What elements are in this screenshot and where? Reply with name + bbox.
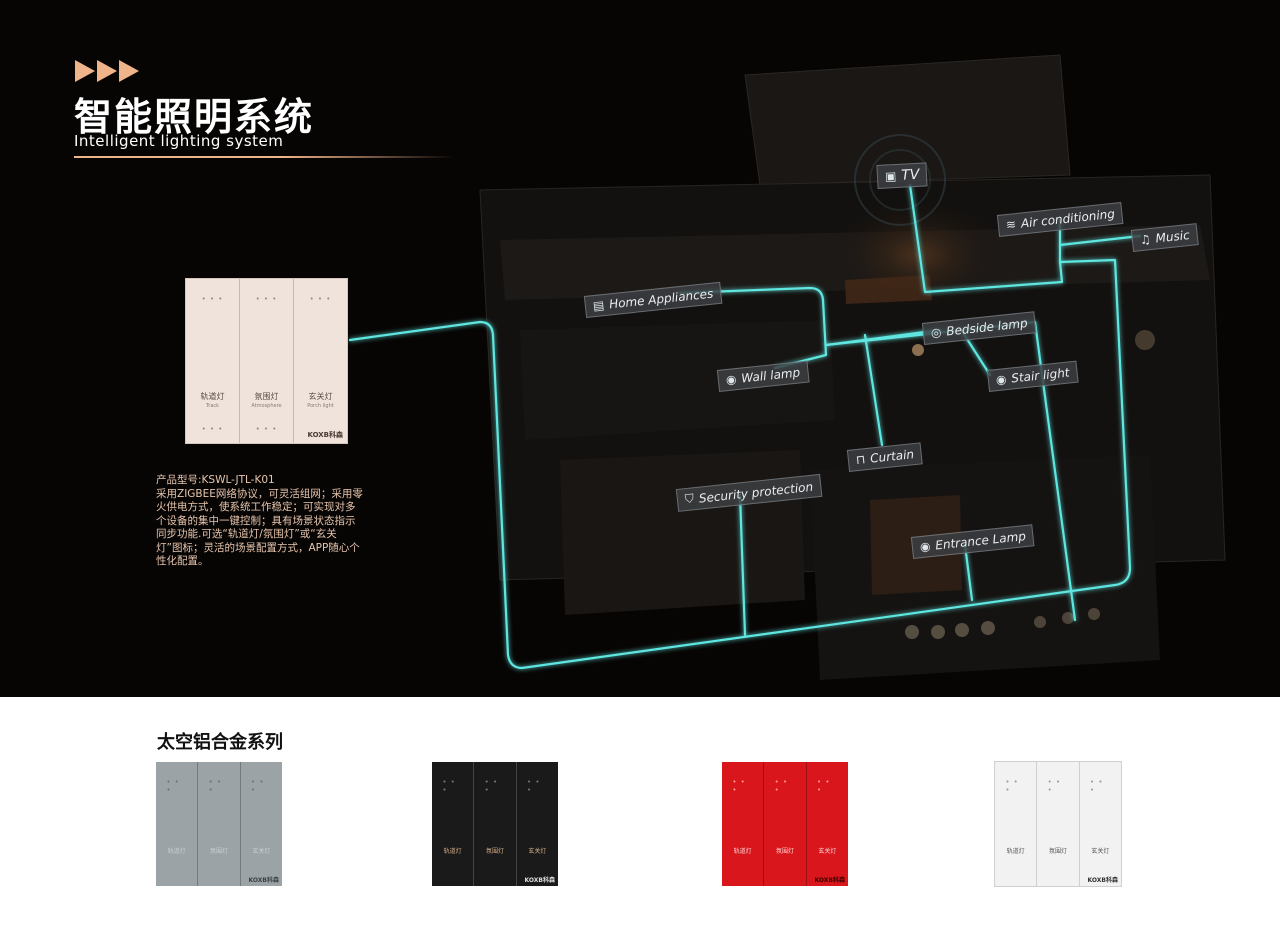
indicator-dots: • • • <box>774 778 789 794</box>
description-line: 同步功能.可选“轨道灯/氛围灯”或“玄关 <box>156 528 337 540</box>
description-line: 产品型号:KSWL-JTL-K01 <box>156 474 275 486</box>
switch-key: • • • 氛围灯 <box>764 762 807 886</box>
key-label: 氛围灯 <box>1048 848 1067 855</box>
switch-key: • • • 氛围灯 <box>1037 762 1080 886</box>
brand-logo: KOXB科森 <box>524 877 555 884</box>
tag-tv: ▣TV <box>876 162 929 189</box>
switch-variant-red: • • • 轨道灯 • • • 氛围灯 • • • 玄关灯 KOXB科森 <box>722 762 848 886</box>
switch-key: • • • 氛围灯 <box>198 762 241 886</box>
description-line: 灯”图标；灵活的场景配置方式，APP随心个 <box>156 541 360 554</box>
key-label: 玄关灯 <box>252 848 271 855</box>
switch-key: • • • 轨道灯 <box>432 762 475 886</box>
description-line: 火供电方式，使系统工作稳定；可实现对多 <box>156 501 356 513</box>
tv-icon: ▣ <box>884 168 897 184</box>
key-label: 轨道灯 <box>167 848 186 855</box>
key-label: 氛围灯 <box>775 848 794 855</box>
appliance-icon: ▤ <box>592 298 605 314</box>
switch-key: • • • 轨道灯 <box>722 762 765 886</box>
key-label: 氛围灯 <box>485 848 504 855</box>
key-label: 轨道灯 <box>1006 848 1025 855</box>
indicator-dots: • • • <box>484 778 499 794</box>
key-label: 轨道灯 <box>443 848 462 855</box>
indicator-dots: • • • <box>1047 778 1062 794</box>
indicator-dots: • • • <box>201 425 224 433</box>
stair-light-icon: ◉ <box>995 372 1008 388</box>
arrow-icon <box>97 60 117 82</box>
key-label: 氛围灯 <box>254 392 279 401</box>
shield-icon: ⛉ <box>684 491 695 507</box>
brand-logo: KOXB科森 <box>1087 877 1118 884</box>
indicator-dots: • • • <box>250 778 265 794</box>
arrow-decoration <box>75 60 139 82</box>
switch-variant-black: • • • 轨道灯 • • • 氛围灯 • • • 玄关灯 KOXB科森 <box>432 762 558 886</box>
key-label: 轨道灯 <box>733 848 752 855</box>
key-label: 玄关灯 <box>1091 848 1110 855</box>
switch-key: • • • 玄关灯 KOXB科森 <box>517 762 558 886</box>
description-line: 个设备的集中一键控制；具有场景状态指示 <box>156 514 356 527</box>
hero-section: ▣TV ≋Air conditioning ♫Music ▤Home Appli… <box>0 0 1280 697</box>
indicator-dots: • • • <box>255 425 278 433</box>
switch-key: • • • 玄关灯 Porch light KOXB科森 <box>294 279 347 443</box>
curtain-icon: ⊓ <box>855 452 867 468</box>
switch-key: • • • 轨道灯 Track • • • <box>186 279 240 443</box>
indicator-dots: • • • <box>526 778 541 794</box>
indicator-dots: • • • <box>166 778 180 794</box>
indicator-dots: • • • <box>208 778 223 794</box>
brand-logo: KOXB科森 <box>814 877 845 884</box>
brand-logo: KOXB科森 <box>248 877 279 884</box>
indicator-dots: • • • <box>201 295 224 303</box>
switch-variant-gray: • • • 轨道灯 • • • 氛围灯 • • • 玄关灯 KOXB科森 <box>156 762 282 886</box>
key-label: 氛围灯 <box>209 848 228 855</box>
key-label: 轨道灯 <box>200 392 225 401</box>
key-label: 玄关灯 <box>528 848 547 855</box>
switch-key: • • • 玄关灯 KOXB科森 <box>1080 762 1121 886</box>
key-sub-label: Porch light <box>307 403 334 409</box>
indicator-dots: • • • <box>1005 778 1019 794</box>
indicator-dots: • • • <box>816 778 831 794</box>
entrance-lamp-icon: ◉ <box>919 539 932 555</box>
switch-key: • • • 玄关灯 KOXB科森 <box>241 762 282 886</box>
indicator-dots: • • • <box>309 295 332 303</box>
key-label: 玄关灯 <box>818 848 837 855</box>
indicator-dots: • • • <box>442 778 456 794</box>
arrow-icon <box>75 60 95 82</box>
arrow-icon <box>119 60 139 82</box>
bedside-lamp-icon: ◎ <box>930 325 943 341</box>
page-subtitle: Intelligent lighting system <box>74 132 284 150</box>
air-conditioner-icon: ≋ <box>1005 217 1017 233</box>
series-title: 太空铝合金系列 <box>157 732 283 753</box>
title-underline <box>74 156 454 158</box>
key-label: 玄关灯 <box>308 392 333 401</box>
wall-lamp-icon: ◉ <box>725 372 738 388</box>
music-note-icon: ♫ <box>1139 232 1152 248</box>
switch-key: • • • 轨道灯 <box>156 762 199 886</box>
key-sub-label: Track <box>205 403 220 409</box>
switch-variant-white: • • • 轨道灯 • • • 氛围灯 • • • 玄关灯 KOXB科森 <box>995 762 1121 886</box>
indicator-dots: • • • <box>732 778 746 794</box>
switch-key: • • • 轨道灯 <box>995 762 1038 886</box>
product-description: 产品型号:KSWL-JTL-K01 采用ZIGBEE网络协议，可灵活组网；采用零… <box>156 474 374 569</box>
switch-key: • • • 氛围灯 <box>474 762 517 886</box>
hero-switch-panel: • • • 轨道灯 Track • • • • • • 氛围灯 Atmosphe… <box>186 279 347 443</box>
description-line: 采用ZIGBEE网络协议，可灵活组网；采用零 <box>156 487 363 500</box>
switch-key: • • • 氛围灯 Atmosphere • • • <box>240 279 294 443</box>
switch-key: • • • 玄关灯 KOXB科森 <box>807 762 848 886</box>
indicator-dots: • • • <box>255 295 278 303</box>
brand-logo: KOXB科森 <box>307 431 343 439</box>
page-title: 智能照明系统 <box>74 95 315 139</box>
description-line: 性化配置。 <box>156 555 209 567</box>
key-sub-label: Atmosphere <box>251 403 282 409</box>
indicator-dots: • • • <box>1089 778 1104 794</box>
